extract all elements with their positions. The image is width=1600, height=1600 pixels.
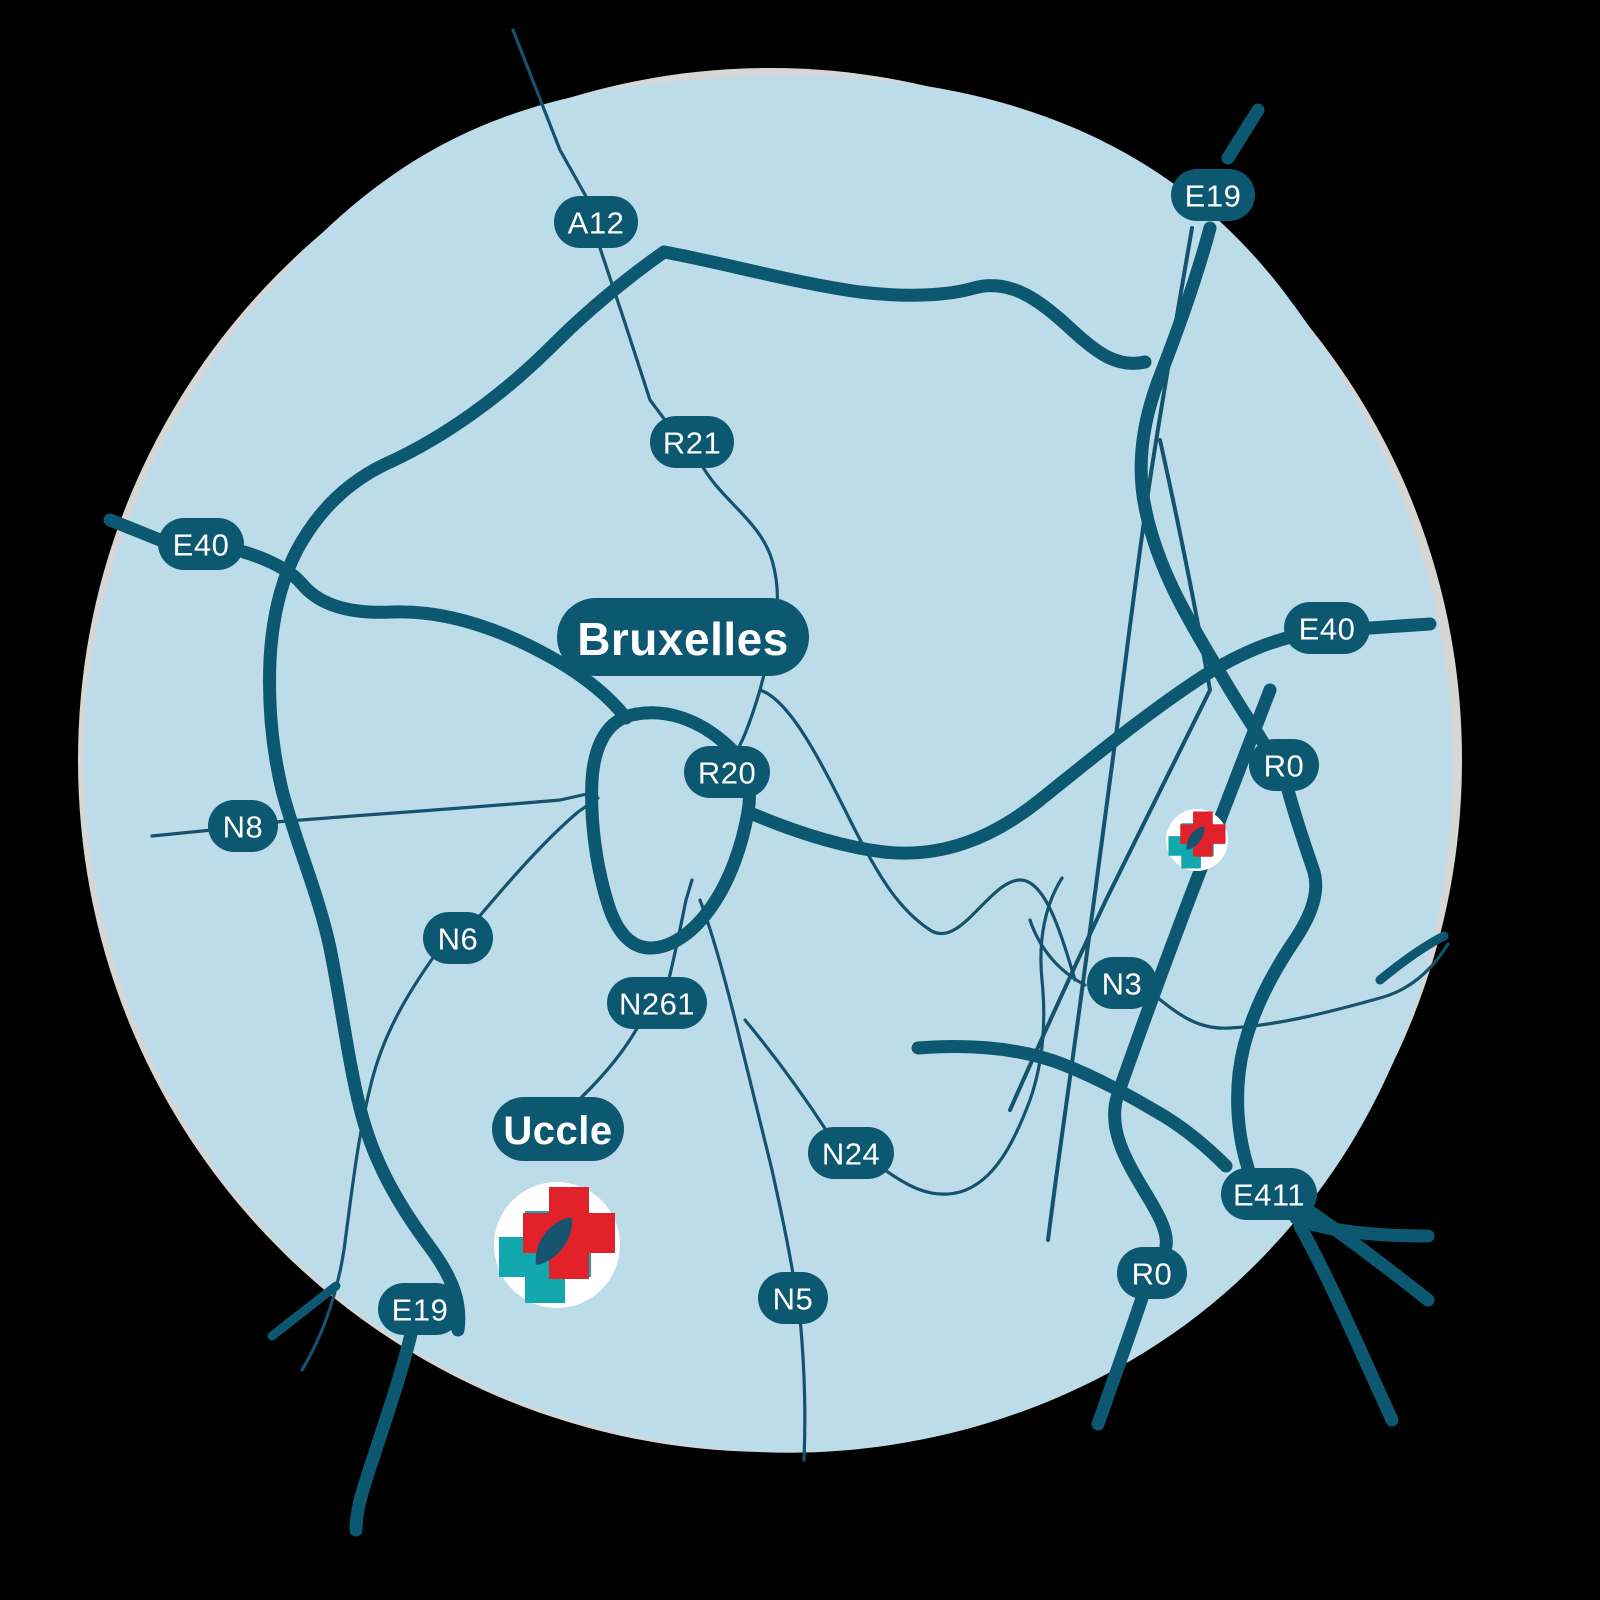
road-e411-out-b <box>1293 1219 1399 1427</box>
city-label-uccle[interactable]: Uccle <box>492 1097 624 1161</box>
road-label-pill[interactable] <box>158 518 244 570</box>
road-n8-east <box>274 790 598 824</box>
road-label-text: N6 <box>438 922 479 957</box>
road-label-text: R0 <box>1264 749 1305 784</box>
road-label-pill[interactable] <box>1221 1168 1317 1220</box>
road-label-text: N3 <box>1102 967 1143 1002</box>
road-label-r0-east[interactable]: R0 <box>1249 739 1319 791</box>
pharmacy-marker-uccle[interactable] <box>494 1182 620 1308</box>
road-label-text: R21 <box>663 426 721 461</box>
road-r20-east-branch <box>741 625 1323 860</box>
road-label-pill[interactable] <box>808 1127 894 1179</box>
road-label-pill[interactable] <box>1171 169 1255 221</box>
road-label-pill[interactable] <box>378 1283 462 1335</box>
road-label-text: E40 <box>173 528 230 563</box>
road-label-text: A12 <box>568 206 625 241</box>
road-label-n6[interactable]: N6 <box>423 912 493 964</box>
road-label-pill[interactable] <box>554 196 638 248</box>
road-label-a12[interactable]: A12 <box>554 196 638 248</box>
road-label-n3[interactable]: N3 <box>1087 957 1157 1009</box>
road-label-text: E411 <box>1233 1178 1305 1213</box>
road-n3-thin <box>1028 918 1087 987</box>
city-label-pill[interactable] <box>492 1097 624 1161</box>
pharmacy-marker-east[interactable] <box>1166 809 1228 871</box>
road-label-pill[interactable] <box>1117 1247 1187 1299</box>
road-n5-thin <box>698 898 796 1282</box>
road-e19-north-in <box>1221 103 1265 165</box>
road-a12-west <box>263 245 671 1337</box>
minor-road-network <box>150 28 1450 1462</box>
road-e40-west-stub <box>103 513 167 547</box>
road-label-n261[interactable]: N261 <box>607 977 707 1029</box>
city-label-text: Uccle <box>503 1109 612 1153</box>
road-label-pill[interactable] <box>1249 739 1319 791</box>
road-n6-south <box>300 950 439 1372</box>
road-label-e19-south[interactable]: E19 <box>378 1283 462 1335</box>
road-label-text: N5 <box>773 1282 814 1317</box>
road-e40-east-out <box>1363 617 1437 635</box>
road-label-pill[interactable] <box>208 800 278 852</box>
road-label-r21[interactable]: R21 <box>650 416 734 468</box>
road-label-r20[interactable]: R20 <box>684 746 770 798</box>
road-label-text: N8 <box>223 810 264 845</box>
road-n8-thin <box>150 828 214 838</box>
road-label-text: N24 <box>822 1137 880 1172</box>
road-label-r0-south[interactable]: R0 <box>1117 1247 1187 1299</box>
road-mid-horizontal <box>911 1040 1233 1173</box>
city-label-bruxelles[interactable]: Bruxelles <box>557 598 809 676</box>
road-n5-south <box>798 1316 807 1462</box>
road-e19-south-down <box>349 1323 419 1537</box>
pharmacy-marker-layer[interactable] <box>494 809 1228 1308</box>
road-label-text: E19 <box>392 1293 449 1328</box>
road-label-text: R20 <box>698 756 756 791</box>
road-label-pill[interactable] <box>684 746 770 798</box>
road-label-pill[interactable] <box>1284 602 1370 654</box>
road-e40-west-in <box>237 545 633 725</box>
road-label-text: E40 <box>1299 612 1356 647</box>
road-r0-east-down <box>1231 783 1323 1175</box>
cross-overlap-lens-icon <box>1186 826 1205 850</box>
road-label-n8[interactable]: N8 <box>208 800 278 852</box>
road-label-pill[interactable] <box>1087 957 1157 1009</box>
cross-overlap-lens-icon <box>535 1217 573 1265</box>
road-r21-south <box>758 688 1077 982</box>
city-label-pill[interactable] <box>557 598 809 676</box>
road-label-pill[interactable] <box>650 416 734 468</box>
road-east-edge-stub <box>1375 931 1449 985</box>
road-label-e40-east[interactable]: E40 <box>1284 602 1370 654</box>
road-n24-thin <box>743 1018 830 1135</box>
road-e19-south-stub <box>267 1281 341 1341</box>
road-label-e19-north[interactable]: E19 <box>1171 169 1255 221</box>
road-label-text: N261 <box>619 987 695 1022</box>
road-label-text: E19 <box>1185 179 1242 214</box>
road-label-pill[interactable] <box>607 977 707 1029</box>
road-e19-north-down <box>1134 221 1271 751</box>
road-e411-out-c <box>1289 1211 1435 1243</box>
road-n6-thin <box>476 796 600 920</box>
road-ring-north <box>657 245 1152 370</box>
road-label-e411[interactable]: E411 <box>1221 1168 1317 1220</box>
road-label-n5[interactable]: N5 <box>758 1272 828 1324</box>
road-ne-sw-diagonal <box>1008 438 1212 1112</box>
road-label-n24[interactable]: N24 <box>808 1127 894 1179</box>
city-label-text: Bruxelles <box>577 613 789 665</box>
road-label-layer[interactable]: A12E19R21E40E40R0R20N8N6N3N261N24E411R0E… <box>158 169 1370 1335</box>
road-label-text: R0 <box>1132 1257 1173 1292</box>
road-label-pill[interactable] <box>758 1272 828 1324</box>
road-n3-east <box>1156 942 1450 1030</box>
road-label-e40-west[interactable]: E40 <box>158 518 244 570</box>
road-r0-south-out <box>1091 1291 1149 1431</box>
road-label-pill[interactable] <box>423 912 493 964</box>
road-e411-out-a <box>1301 1203 1435 1307</box>
